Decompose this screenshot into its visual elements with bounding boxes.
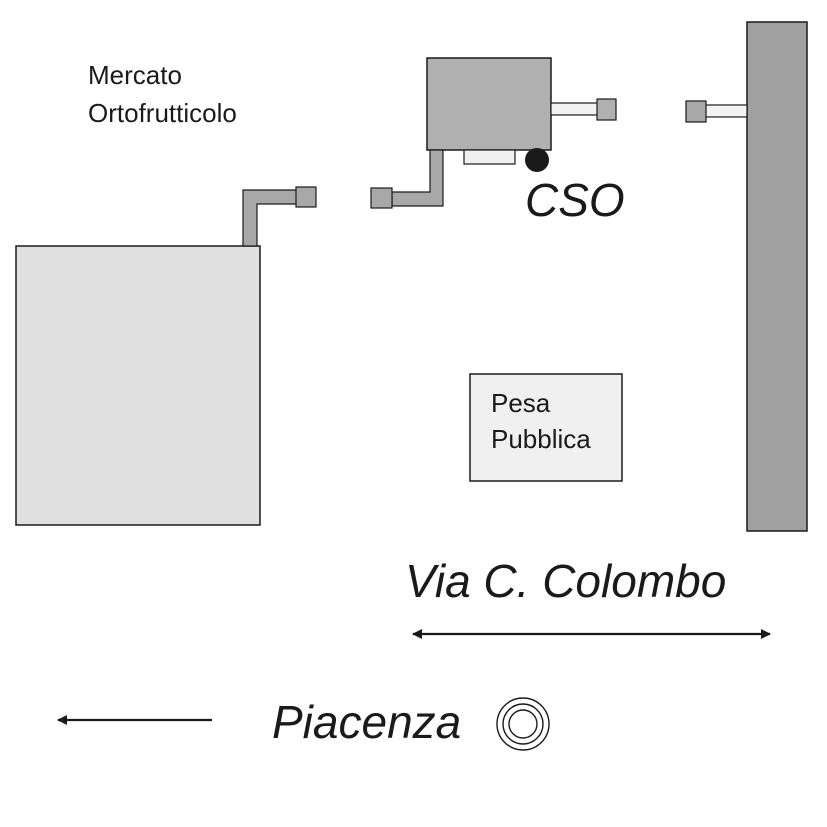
pesa-pubblica-box — [469, 373, 623, 482]
pesa-label-line1: Pesa — [491, 388, 551, 418]
market-pipe — [242, 186, 317, 247]
cso-label: CSO — [525, 174, 625, 226]
cso-dot-icon — [525, 148, 549, 172]
cso-building — [426, 57, 552, 151]
right-wall-building — [746, 21, 808, 532]
market-building — [15, 245, 261, 526]
pesa-label-line2: Pubblica — [491, 424, 591, 454]
wall-pipe — [685, 100, 748, 123]
pipe-connector — [596, 98, 617, 121]
piacenza-label: Piacenza — [272, 696, 461, 748]
street-label: Via C. Colombo — [405, 555, 726, 607]
pipe-connector — [370, 187, 393, 209]
pipe-connector — [295, 186, 317, 208]
market-label-line1: Mercato — [88, 60, 182, 90]
cso-dock — [463, 149, 516, 165]
city-symbol-icon — [496, 697, 550, 751]
market-label-line2: Ortofrutticolo — [88, 98, 237, 128]
cso-right-pipe — [550, 98, 617, 121]
pipe-connector — [685, 100, 707, 123]
cso-left-pipe — [370, 149, 444, 209]
